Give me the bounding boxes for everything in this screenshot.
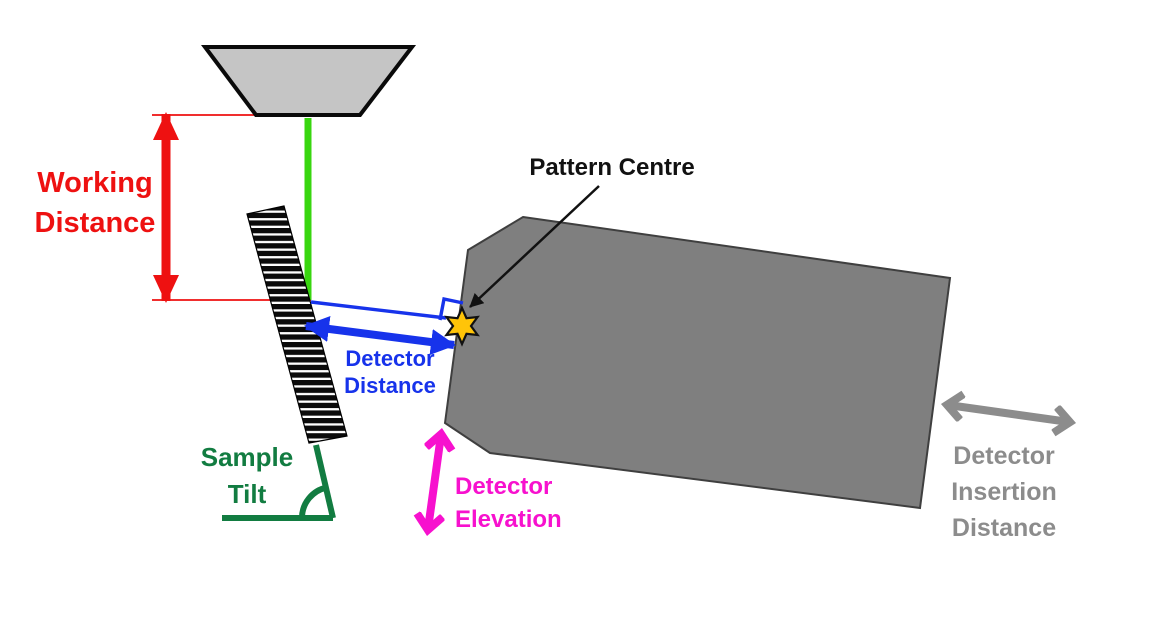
pattern-centre-pointer bbox=[469, 185, 600, 308]
insertion-distance-line2: Insertion bbox=[951, 478, 1057, 506]
detector-distance-arrow bbox=[304, 316, 456, 355]
working-distance-line2: Distance bbox=[34, 207, 156, 239]
detector-normal-line bbox=[310, 300, 447, 320]
insertion-distance-line3: Distance bbox=[951, 514, 1057, 542]
working-distance-label: Working Distance bbox=[8, 163, 182, 243]
detector-distance-line2: Distance bbox=[344, 373, 436, 398]
detector-elevation-line2: Elevation bbox=[455, 506, 562, 533]
sample-tilt-line1: Sample bbox=[200, 442, 294, 472]
detector-elevation-label: Detector Elevation bbox=[455, 470, 605, 536]
insertion-distance-arrow bbox=[948, 405, 1069, 422]
pattern-centre-label: Pattern Centre bbox=[529, 154, 695, 181]
detector-insertion-distance-label: Detector Insertion Distance bbox=[928, 438, 1080, 546]
sample-tilt-angle-icon bbox=[222, 444, 336, 521]
sample-tilt-line2: Tilt bbox=[227, 479, 267, 509]
detector-screen bbox=[443, 215, 952, 510]
working-distance-line1: Working bbox=[37, 167, 153, 199]
detector-distance-label: Detector Distance bbox=[328, 345, 452, 399]
sample-tilt-label: Sample Tilt bbox=[182, 439, 312, 513]
pole-piece bbox=[201, 45, 417, 117]
pattern-centre-star-icon bbox=[444, 305, 480, 347]
right-angle-marker-icon bbox=[438, 296, 464, 321]
detector-distance-line1: Detector bbox=[345, 346, 435, 371]
detector-elevation-line1: Detector bbox=[455, 473, 553, 500]
detector-elevation-arrow bbox=[428, 435, 441, 529]
insertion-distance-line1: Detector bbox=[953, 442, 1055, 470]
tilted-sample bbox=[246, 205, 348, 444]
